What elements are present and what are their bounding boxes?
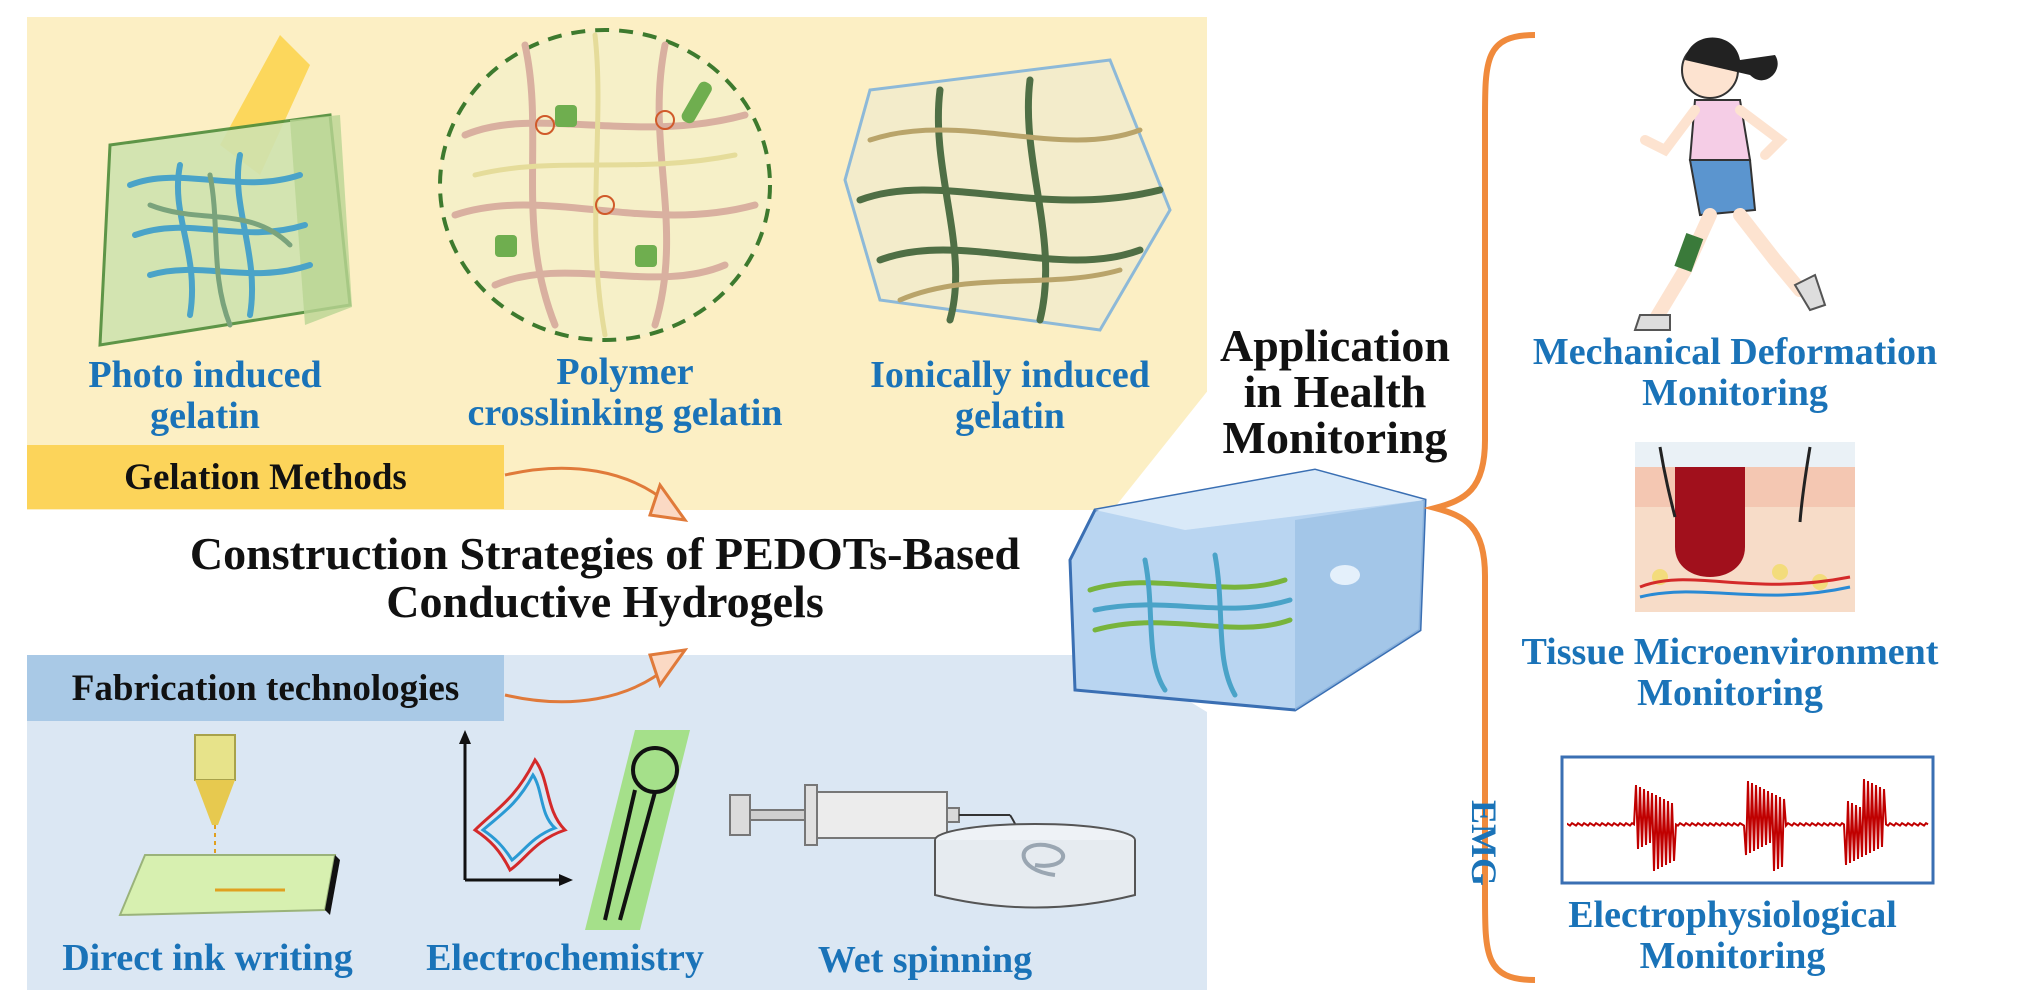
application-brace — [1423, 32, 1536, 983]
skin-tissue-illustration — [1635, 442, 1855, 612]
emg-label: EMG — [1464, 800, 1504, 886]
fabrication-technologies-label: Fabrication technologies — [27, 655, 504, 721]
wet-spinning-illustration — [729, 784, 1136, 909]
electrochemistry-caption: Electrochemistry — [426, 937, 704, 979]
emg-signal-panel — [1560, 755, 1935, 885]
polymer-crosslinking-illustration — [438, 28, 772, 342]
mechanical-deformation-caption: Mechanical Deformation Monitoring — [1532, 331, 1938, 414]
fabrication-arrow — [504, 648, 689, 704]
electrochemistry-illustration — [459, 730, 690, 930]
gelation-methods-label: Gelation Methods — [27, 445, 504, 509]
direct-ink-writing-caption: Direct ink writing — [62, 937, 353, 979]
photo-induced-caption: Photo induced gelatin — [88, 354, 322, 437]
running-girl-illustration — [1633, 37, 1827, 331]
ionically-induced-illustration — [843, 58, 1172, 332]
tissue-microenvironment-caption: Tissue Microenvironment Monitoring — [1521, 631, 1939, 714]
polymer-crosslinking-caption: Polymer crosslinking gelatin — [467, 351, 783, 434]
wet-spinning-caption: Wet spinning — [817, 939, 1033, 981]
gelation-arrow — [504, 466, 689, 522]
electrophysiological-caption: Electrophysiological Monitoring — [1568, 894, 1897, 977]
application-title: Application in Health Monitoring — [1219, 320, 1451, 463]
central-title: Construction Strategies of PEDOTs-Based … — [189, 528, 1021, 627]
photo-induced-gel-illustration — [98, 35, 352, 347]
hydrogel-block-illustration — [1068, 468, 1427, 712]
ionically-induced-caption: Ionically induced gelatin — [870, 354, 1150, 437]
direct-ink-writing-illustration — [118, 734, 340, 917]
